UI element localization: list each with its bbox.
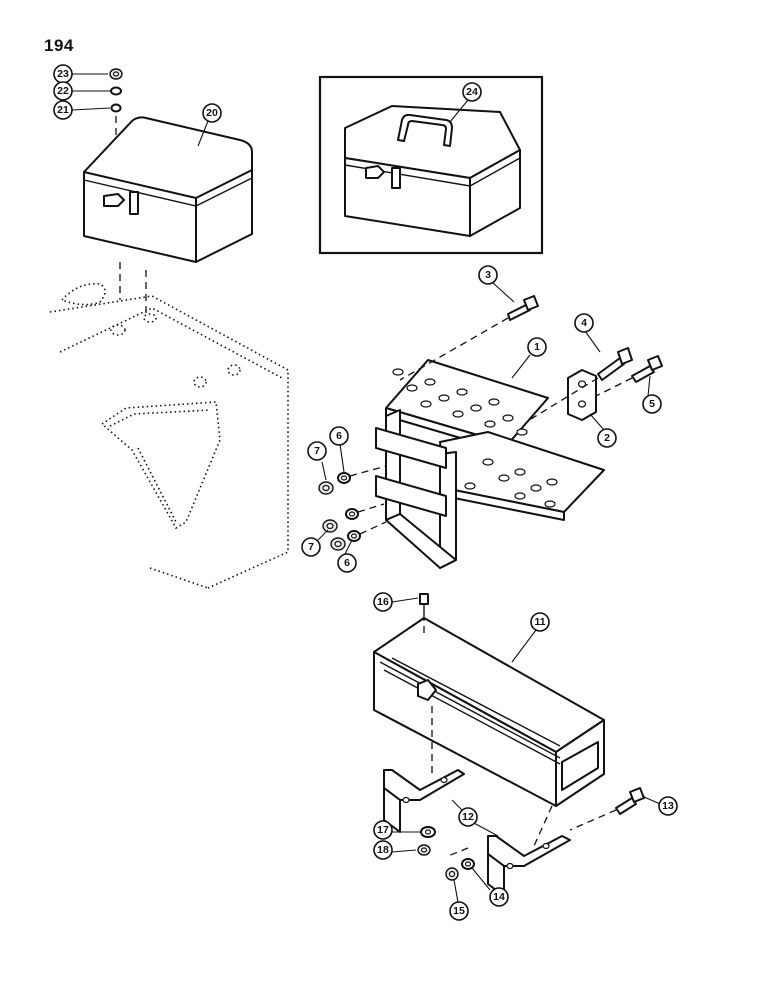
- svg-text:17: 17: [377, 824, 389, 836]
- washer-6-lower-a: [345, 508, 359, 520]
- callout-11: 11: [530, 612, 550, 632]
- inset-frame: [318, 75, 544, 255]
- washer-14: [461, 858, 475, 870]
- bolt-13: [615, 787, 645, 815]
- washer-17: [420, 826, 436, 838]
- washer-6-lower-b: [347, 530, 361, 542]
- callout-23: 23: [53, 64, 73, 84]
- step-bracket-1: [375, 359, 605, 569]
- nut-7-lower-a: [322, 519, 338, 533]
- callout-21: 21: [53, 100, 73, 120]
- callout-7-lower: 7: [301, 537, 321, 557]
- storage-box-11: [373, 617, 605, 807]
- svg-text:11: 11: [534, 616, 545, 628]
- svg-text:24: 24: [466, 86, 478, 98]
- washer-22: [110, 86, 122, 96]
- callout-20: 20: [202, 103, 222, 123]
- callout-22: 22: [53, 81, 73, 101]
- fender-outline: [49, 283, 289, 589]
- callout-1: 1: [527, 337, 547, 357]
- nut-18: [417, 844, 431, 856]
- nut-15: [445, 867, 459, 881]
- svg-text:21: 21: [57, 104, 69, 116]
- nut-23: [109, 68, 123, 80]
- svg-text:12: 12: [462, 811, 474, 823]
- svg-text:15: 15: [453, 905, 465, 917]
- callout-24: 24: [462, 82, 482, 102]
- svg-text:13: 13: [662, 800, 674, 812]
- callout-12: 12: [458, 807, 478, 827]
- toolbox-24: [344, 105, 521, 237]
- screw-16: [419, 593, 429, 614]
- bracket-12-left: [383, 769, 465, 833]
- callout-17: 17: [373, 820, 393, 840]
- svg-text:1: 1: [534, 341, 540, 353]
- svg-text:6: 6: [344, 557, 350, 569]
- bolt-5: [631, 355, 663, 383]
- svg-text:6: 6: [336, 430, 342, 442]
- svg-text:4: 4: [581, 317, 587, 329]
- svg-text:3: 3: [485, 269, 491, 281]
- washer-6-upper: [337, 472, 351, 484]
- svg-text:2: 2: [604, 432, 610, 444]
- clamp-plate-2: [567, 369, 597, 421]
- svg-text:16: 16: [377, 596, 389, 608]
- callout-6-lower: 6: [337, 553, 357, 573]
- nut-7-upper: [318, 481, 334, 495]
- washer-21: [110, 103, 122, 113]
- bracket-12-right: [487, 835, 571, 897]
- callout-13: 13: [658, 796, 678, 816]
- callout-5: 5: [642, 394, 662, 414]
- callout-18: 18: [373, 840, 393, 860]
- toolbox-20: [83, 116, 253, 263]
- svg-text:23: 23: [57, 68, 69, 80]
- callout-16: 16: [373, 592, 393, 612]
- page-number: 194: [44, 36, 74, 55]
- bolt-4: [597, 347, 633, 381]
- nut-7-lower-b: [330, 537, 346, 551]
- svg-text:14: 14: [493, 891, 505, 903]
- svg-text:7: 7: [314, 445, 320, 457]
- callout-6-upper: 6: [329, 426, 349, 446]
- callout-7-upper: 7: [307, 441, 327, 461]
- svg-text:22: 22: [57, 85, 69, 97]
- svg-text:5: 5: [649, 398, 655, 410]
- callout-14: 14: [489, 887, 509, 907]
- callout-3: 3: [478, 265, 498, 285]
- callout-4: 4: [574, 313, 594, 333]
- svg-text:7: 7: [308, 541, 314, 553]
- svg-text:18: 18: [377, 844, 389, 856]
- callout-2: 2: [597, 428, 617, 448]
- svg-text:20: 20: [206, 107, 218, 119]
- callout-15: 15: [449, 901, 469, 921]
- bolt-3: [507, 295, 539, 321]
